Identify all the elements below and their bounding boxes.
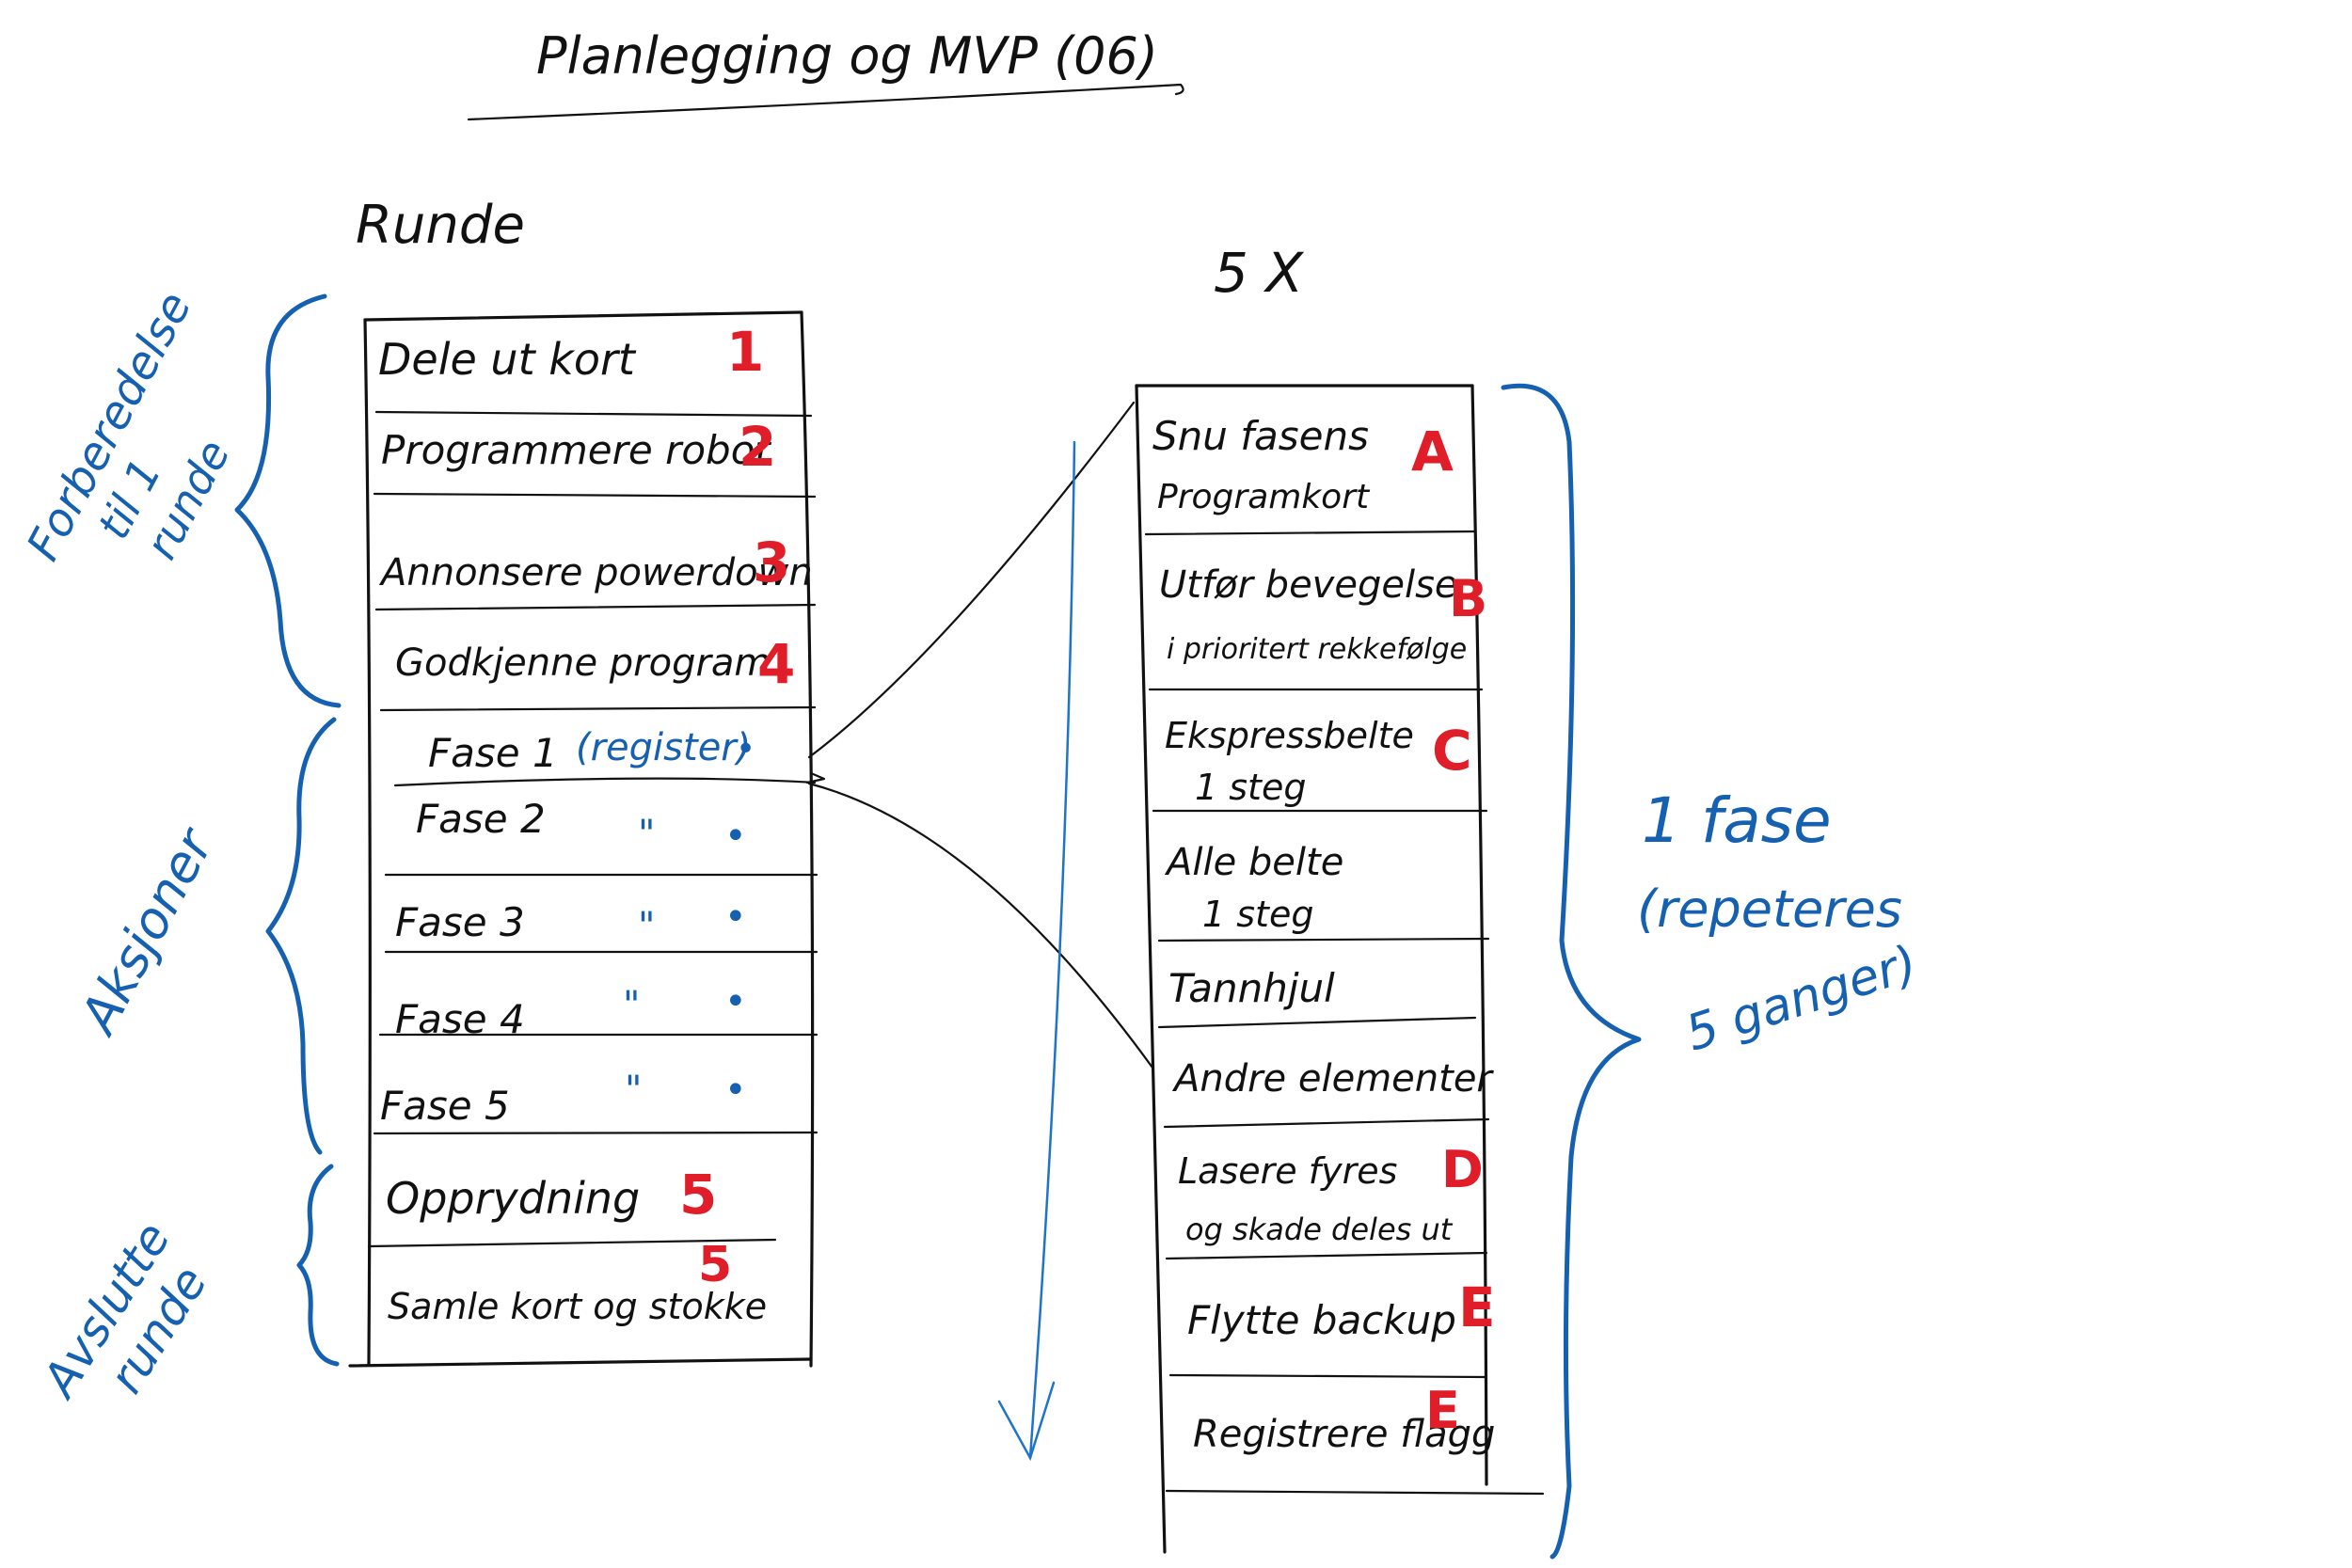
expand-line-top <box>807 401 1136 759</box>
row-fase-5: Fase 5 <box>380 1083 510 1129</box>
rrow-ekspress-2: 1 steg <box>1195 767 1306 808</box>
left-column-header: Runde <box>356 195 525 256</box>
rrow-snu-fasens-1: Snu fasens <box>1152 413 1369 459</box>
actions-label: Aksjoner <box>68 817 226 1044</box>
row-annonsere-powerdown: Annonsere powerdown <box>378 551 813 594</box>
row-samle-kort: Samle kort og stokke <box>388 1286 767 1327</box>
brace-actions <box>265 717 337 1155</box>
flow-down-arrowhead <box>997 1381 1056 1462</box>
row-marker-1: 1 <box>726 320 764 384</box>
brace-label-prep: Forberedelse til 1 runde <box>17 283 240 568</box>
row-fase-5-note: " <box>625 1069 642 1112</box>
phase-label-line3-group: 5 ganger) <box>1679 935 1924 1063</box>
rrow-marker-d: D <box>1441 1140 1484 1199</box>
row-fase-4-dot: • <box>724 980 747 1023</box>
right-column-header: 5 X <box>1214 241 1304 305</box>
rrow-utfor-2: i prioritert rekkefølge <box>1167 633 1467 666</box>
rrow-marker-b: B <box>1449 569 1487 628</box>
row-fase-1: Fase 1 <box>428 730 558 776</box>
row-fase-1-note: (register) <box>576 726 751 769</box>
rrow-alle-belte-2: 1 steg <box>1202 894 1313 935</box>
row-marker-4: 4 <box>757 632 795 696</box>
expand-line-bottom <box>807 782 1154 1069</box>
rrow-tannhjul: Tannhjul <box>1168 965 1335 1011</box>
brace-label-actions: Aksjoner <box>68 817 226 1044</box>
rrow-lasere-2: og skade deles ut <box>1185 1212 1454 1247</box>
page-title: Planlegging og MVP (06) <box>536 26 1158 86</box>
row-fase-2-dot: • <box>724 815 747 858</box>
row-fase-3: Fase 3 <box>395 899 525 945</box>
row-marker-2: 2 <box>739 415 776 479</box>
row-programmere-robot: Programmere robot <box>381 427 771 473</box>
phase-label-line2: (repeteres <box>1637 879 1902 939</box>
rrow-snu-fasens-2: Programkort <box>1157 478 1371 516</box>
row-marker-5a: 5 <box>679 1163 717 1227</box>
brace-prep <box>234 293 342 708</box>
rrow-marker-e1: E <box>1458 1275 1496 1339</box>
brace-finish <box>296 1164 340 1367</box>
phase-label-line3: 5 ganger) <box>1679 935 1924 1063</box>
phase-arrow-head-small <box>805 771 826 784</box>
row-fase-2: Fase 2 <box>416 796 546 842</box>
rrow-andre-elementer: Andre elementer <box>1171 1057 1494 1101</box>
title-underline <box>467 83 1184 121</box>
row-fase-3-note: " <box>638 905 655 948</box>
row-fase-1-dot: • <box>736 730 755 768</box>
row-marker-3: 3 <box>753 531 790 594</box>
row-godkjenne-program: Godkjenne program <box>395 641 771 685</box>
flow-down-arrow <box>1028 440 1076 1460</box>
row-fase-3-dot: • <box>724 895 747 939</box>
rrow-ekspress-1: Ekspressbelte <box>1165 715 1414 756</box>
rrow-marker-c: C <box>1432 719 1472 783</box>
rrow-flytte-backup: Flytte backup <box>1187 1297 1456 1343</box>
rrow-registrere-flagg: Registrere flagg <box>1193 1413 1495 1456</box>
rrow-marker-e2: E <box>1425 1381 1460 1440</box>
left-column-table <box>348 310 818 1368</box>
right-column-table <box>1135 384 1545 1554</box>
row-fase-5-dot: • <box>724 1069 747 1112</box>
row-fase-2-note: " <box>638 813 655 856</box>
row-dele-ut-kort: Dele ut kort <box>378 334 637 385</box>
row-fase-4: Fase 4 <box>395 996 525 1042</box>
rrow-marker-a: A <box>1411 420 1454 483</box>
brace-phase <box>1501 383 1642 1560</box>
row-opprydning: Opprydning <box>386 1173 640 1224</box>
brace-label-finish: Avslutte runde <box>31 1212 218 1407</box>
rrow-lasere-1: Lasere fyres <box>1178 1150 1397 1192</box>
rrow-utfor-1: Utfør bevegelse <box>1159 563 1458 607</box>
rrow-alle-belte-1: Alle belte <box>1164 841 1343 884</box>
phase-label-line1: 1 fase <box>1642 784 1832 857</box>
row-marker-5b: 5 <box>698 1237 732 1293</box>
row-fase-4-note: " <box>623 984 640 1027</box>
